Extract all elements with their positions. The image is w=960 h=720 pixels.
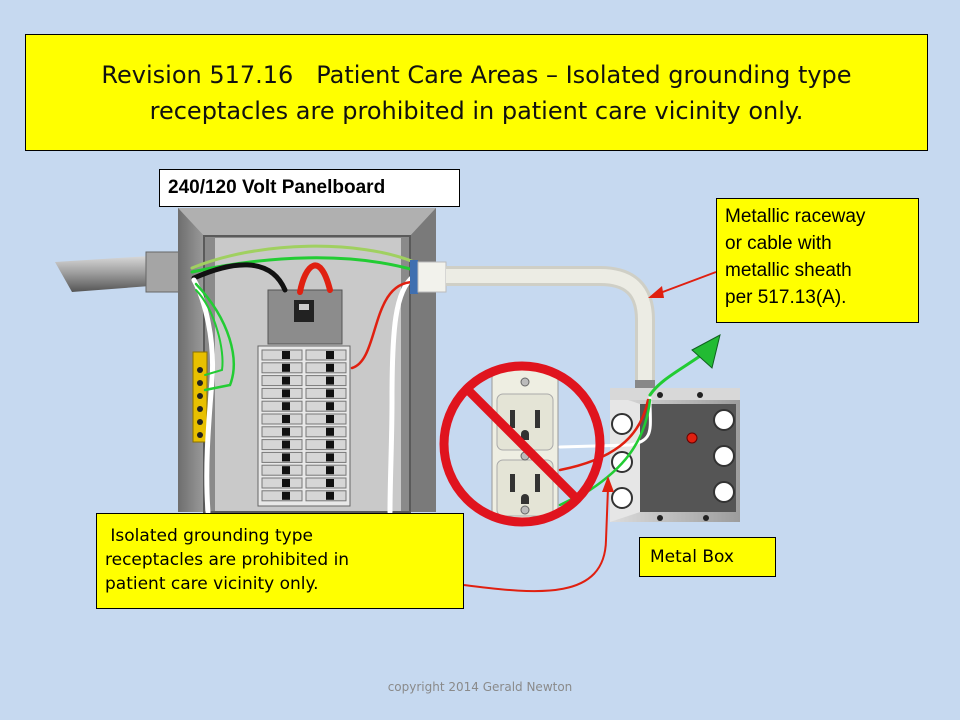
breaker-handle [326, 479, 334, 487]
branch-raceway [410, 260, 655, 390]
breaker-handle [282, 389, 290, 398]
raceway-line-1: Metallic raceway [725, 206, 866, 227]
breaker-handle [282, 427, 290, 436]
ground-bar [192, 351, 208, 443]
prohibition-icon [439, 361, 605, 527]
ig-line-3: patient care vicinity only. [105, 574, 319, 594]
metal-box-label: Metal Box [639, 537, 776, 577]
breaker-handle [282, 479, 290, 487]
receptacle-arrowhead [602, 476, 614, 492]
breaker-handle [282, 491, 290, 500]
breaker-handle [326, 363, 334, 372]
breaker-handle [282, 440, 290, 449]
raceway-line-4: per 517.13(A). [725, 287, 847, 308]
panel-wiring [190, 244, 417, 515]
breaker-handle [282, 466, 290, 475]
breaker-handle [282, 376, 290, 385]
title-banner: Revision 517.16 Patient Care Areas – Iso… [25, 34, 928, 151]
breaker-handle [282, 351, 290, 359]
ig-line-1: Isolated grounding type [105, 526, 313, 546]
breaker-handle [282, 415, 290, 423]
breaker-handle [326, 491, 334, 500]
breaker-handle [282, 453, 290, 462]
breaker-handle [326, 389, 334, 398]
breaker-handle [326, 351, 334, 359]
isolated-ground-callout: Isolated grounding type receptacles are … [96, 513, 464, 609]
breaker-handle [326, 376, 334, 385]
ig-line-2: receptacles are prohibited in [105, 550, 350, 570]
title-line-1: Revision 517.16 Patient Care Areas – Iso… [101, 60, 852, 89]
breaker-handle [326, 427, 334, 436]
raceway-line-3: metallic sheath [725, 260, 852, 281]
breaker-handle [326, 402, 334, 411]
breaker-handle [326, 453, 334, 462]
breaker-handle [282, 402, 290, 411]
breaker-handle [326, 415, 334, 423]
branch-breakers [257, 345, 351, 507]
wire-nut [691, 334, 721, 369]
panelboard-label: 240/120 Volt Panelboard [159, 169, 460, 207]
raceway-arrowhead [648, 286, 664, 298]
feeder-conduit [55, 251, 194, 294]
box-wiring [558, 354, 702, 507]
breaker-handle [326, 466, 334, 475]
raceway-line-2: or cable with [725, 233, 832, 254]
title-line-2: receptacles are prohibited in patient ca… [149, 96, 804, 125]
breaker-handle [326, 440, 334, 449]
breaker-handle [282, 363, 290, 372]
main-breaker [267, 289, 343, 345]
copyright-text: copyright 2014 Gerald Newton [387, 680, 573, 694]
raceway-callout: Metallic raceway or cable with metallic … [716, 198, 919, 323]
